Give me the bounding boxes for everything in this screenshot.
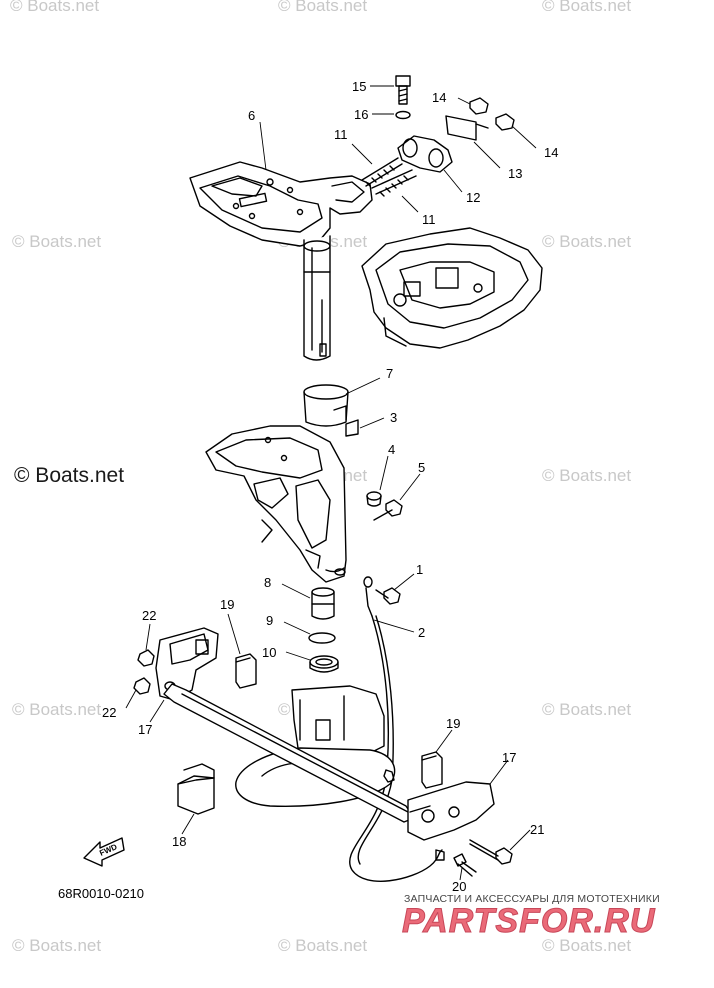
callout-12: 12 xyxy=(466,190,480,205)
callout-16: 16 xyxy=(354,107,368,122)
callout-14: 14 xyxy=(544,145,558,160)
callout-14: 14 xyxy=(432,90,446,105)
bolt-20 xyxy=(453,853,477,877)
callout-11: 11 xyxy=(334,127,348,142)
pad-19-right xyxy=(421,751,443,789)
nut-14 xyxy=(469,97,489,115)
watermark: © Boats.net xyxy=(12,700,102,719)
callout-4: 4 xyxy=(388,442,395,457)
watermark: © Boats.net xyxy=(542,700,632,719)
callout-17: 17 xyxy=(138,722,152,737)
callout-8: 8 xyxy=(264,575,271,590)
mount-bolts xyxy=(361,157,417,197)
callout-22: 22 xyxy=(102,705,116,720)
callout-9: 9 xyxy=(266,613,273,628)
watermark: © Boats.net xyxy=(10,0,100,15)
wire-terminal xyxy=(383,769,395,783)
wire-terminal xyxy=(435,849,445,861)
callout-6: 6 xyxy=(248,108,255,123)
watermark: © Boats.net xyxy=(542,232,632,251)
callout-20: 20 xyxy=(452,879,466,894)
callout-1: 1 xyxy=(416,562,423,577)
collar-4 xyxy=(366,491,382,507)
oil-seal-10 xyxy=(309,655,339,673)
callout-17: 17 xyxy=(502,750,516,765)
callout-labels: 15 16 14 14 6 11 13 12 11 7 3 4 5 1 8 2 … xyxy=(102,79,558,894)
watermark: © Boats.net xyxy=(542,0,632,15)
callout-13: 13 xyxy=(508,166,522,181)
nut-22 xyxy=(137,649,155,667)
steering-shaft xyxy=(303,235,331,361)
o-ring-9 xyxy=(308,632,336,644)
bushing-7 xyxy=(303,384,349,427)
callout-7: 7 xyxy=(386,366,393,381)
leader-lines xyxy=(125,85,537,881)
callout-11: 11 xyxy=(422,212,436,227)
watermark: © Boats.net xyxy=(542,466,632,485)
callout-2: 2 xyxy=(418,625,425,640)
callout-3: 3 xyxy=(390,410,397,425)
callout-15: 15 xyxy=(352,79,366,94)
brand-logo: PARTSFOR.RU xyxy=(401,902,656,941)
steering-bracket xyxy=(189,161,373,247)
bolt-1 xyxy=(375,587,401,605)
bolt-21 xyxy=(469,839,513,865)
callout-10: 10 xyxy=(262,645,276,660)
watermark: © Boats.net xyxy=(12,936,102,955)
bolt-15 xyxy=(395,75,411,105)
swivel-bracket xyxy=(205,425,347,583)
fwd-arrow-icon: FWD xyxy=(83,837,125,867)
mount-bracket xyxy=(361,227,543,349)
watermark: © Boats.net xyxy=(278,936,368,955)
diagram-code: 68R0010-0210 xyxy=(58,886,145,901)
watermark-large: © Boats.net xyxy=(14,464,125,487)
watermark: © Boats.net xyxy=(278,0,368,15)
clamp-17-left xyxy=(155,627,219,701)
bushing-8 xyxy=(311,587,335,620)
callout-5: 5 xyxy=(418,460,425,475)
upper-mount-assembly xyxy=(397,115,489,173)
clamp-17-right xyxy=(407,781,495,841)
plate-3 xyxy=(345,419,359,437)
callout-19: 19 xyxy=(220,597,234,612)
plate-18 xyxy=(177,763,215,815)
nut-22 xyxy=(133,677,151,695)
callout-19: 19 xyxy=(446,716,460,731)
nut-14 xyxy=(495,113,515,131)
bolt-5 xyxy=(373,499,403,521)
callout-21: 21 xyxy=(530,822,544,837)
brand-tagline: ЗАПЧАСТИ И АКСЕССУАРЫ ДЛЯ МОТОТЕХНИКИ xyxy=(404,893,660,905)
callout-18: 18 xyxy=(172,834,186,849)
watermark: © Boats.net xyxy=(12,232,102,251)
pad-19-left xyxy=(235,653,257,689)
callout-22: 22 xyxy=(142,608,156,623)
washer-16 xyxy=(395,110,411,120)
watermark: © Boats.net xyxy=(542,936,632,955)
